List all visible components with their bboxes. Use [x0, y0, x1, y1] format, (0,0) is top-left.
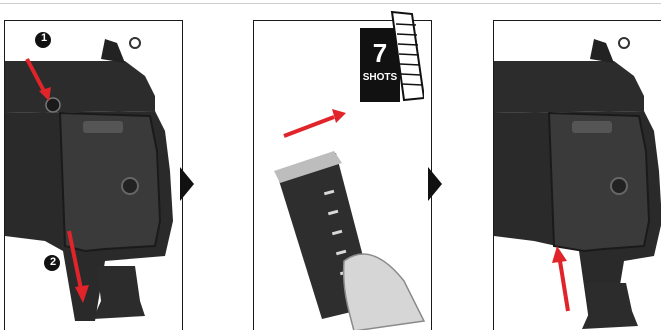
pistol-hammer: [101, 39, 125, 63]
red-arrow-icon: [284, 117, 334, 136]
lanyard-ring: [619, 38, 629, 48]
grip-screw: [122, 178, 138, 194]
pistol-illustration-right: [494, 21, 661, 330]
hand: [344, 254, 424, 330]
step-marker-2-label: 2: [47, 256, 59, 268]
pistol-grip: [60, 113, 160, 251]
step-marker-1-label: 1: [38, 32, 50, 44]
pistol-illustration-left: [5, 21, 183, 330]
magazine-base: [582, 283, 638, 329]
panel-step-release: [4, 20, 183, 330]
right-triangle-separator-icon: [428, 167, 442, 201]
panel-step-insert: [493, 20, 661, 330]
top-rule: [0, 3, 661, 4]
grip-logo: [572, 121, 612, 133]
grip-screw: [611, 178, 627, 194]
grip-logo: [83, 121, 123, 133]
pistol-slide: [494, 61, 644, 113]
lanyard-ring: [130, 38, 140, 48]
pistol-hammer: [590, 39, 614, 63]
shots-label: SHOTS: [358, 73, 402, 83]
shots-count: 7: [363, 40, 397, 66]
red-arrow-icon: [560, 261, 568, 311]
magazine-base: [93, 266, 145, 319]
right-triangle-separator-icon: [180, 167, 194, 201]
pistol-slide: [5, 61, 155, 113]
pistol-grip: [549, 113, 649, 251]
